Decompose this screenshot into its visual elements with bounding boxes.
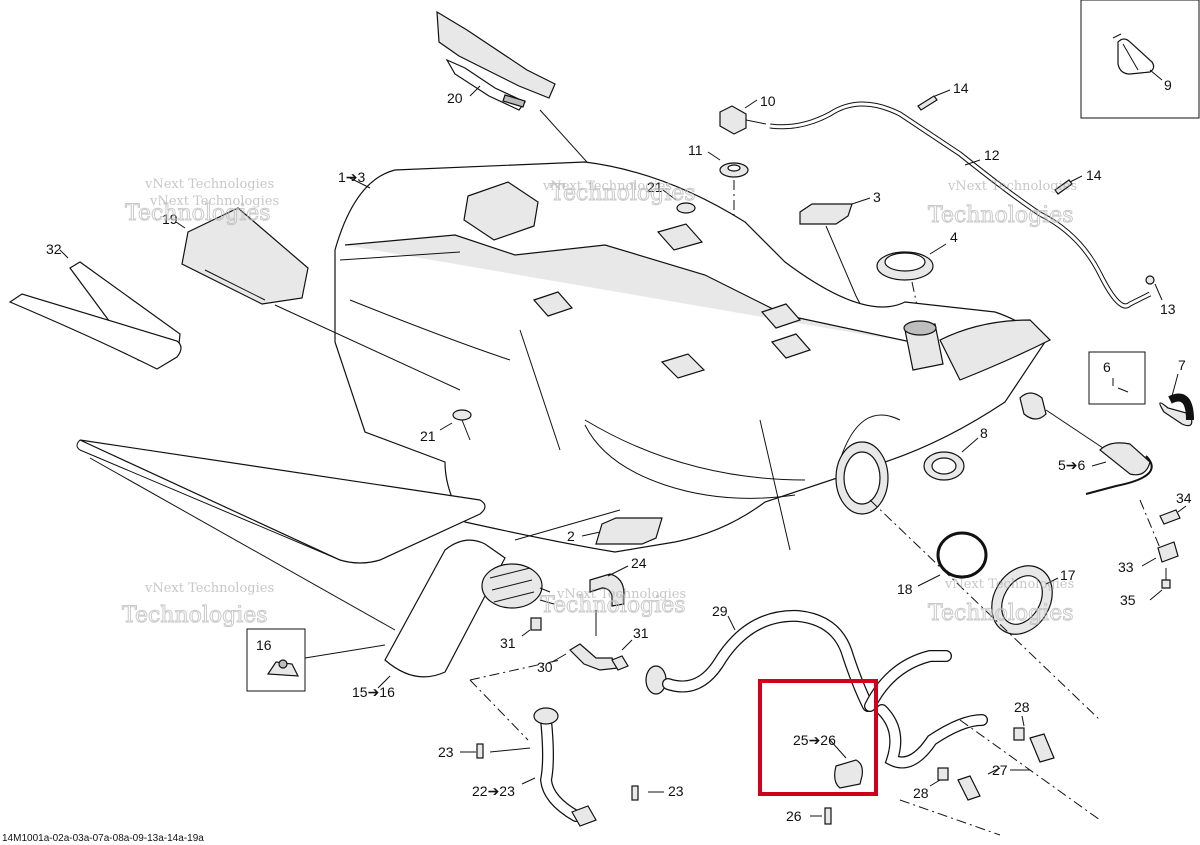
clip-part-23-bottom <box>631 785 639 801</box>
callout-24: 24 <box>631 555 647 571</box>
callout-11: 11 <box>688 142 703 158</box>
clamp-part-14-right <box>1054 179 1073 195</box>
inset-box-part-6 <box>1088 351 1146 405</box>
pad-part-3 <box>799 203 853 225</box>
callout-23-top: 23 <box>438 744 454 760</box>
svg-text:vNext Technologies: vNext Technologies <box>947 179 1077 194</box>
callout-32: 32 <box>46 241 62 257</box>
shield-part-19 <box>181 207 309 305</box>
callout-33: 33 <box>1118 559 1134 575</box>
callout-9: 9 <box>1164 77 1172 93</box>
sensor-part-5 <box>1019 392 1047 420</box>
o-ring-part-18 <box>936 531 988 579</box>
bracket-part-34 <box>1159 509 1181 525</box>
callout-6: 6 <box>1103 359 1111 375</box>
svg-text:vNext Technologies: vNext Technologies <box>944 577 1074 592</box>
clip-part-26 <box>824 807 832 825</box>
callout-14-right: 14 <box>1086 167 1102 183</box>
callout-17: 17 <box>1060 567 1076 583</box>
callout-23-bottom: 23 <box>668 783 684 799</box>
callout-10: 10 <box>760 93 776 109</box>
hose-assembly-right <box>864 650 988 769</box>
callout-18: 18 <box>897 581 913 597</box>
callout-5-6: 5➔6 <box>1058 457 1086 473</box>
callout-19: 19 <box>162 211 178 227</box>
callout-28-top: 28 <box>1014 699 1030 715</box>
screw-part-35 <box>1161 579 1171 589</box>
filter-fitting <box>645 665 667 695</box>
fitting-part-13 <box>1145 275 1155 285</box>
fuel-tank-part-1 <box>334 161 1052 553</box>
callout-21-left: 21 <box>420 428 436 444</box>
callout-16-box: 16 <box>256 637 272 653</box>
fitting-part-31-right <box>611 655 629 671</box>
callout-8: 8 <box>980 425 988 441</box>
grommet-part-21-top <box>676 202 696 214</box>
callout-20: 20 <box>447 90 463 106</box>
callout-22-23: 22➔23 <box>472 783 515 799</box>
callout-15-16: 15➔16 <box>352 684 395 700</box>
callout-1-3: 1➔3 <box>338 169 366 185</box>
plate-part-32 <box>8 293 182 370</box>
heat-shield-part-20 <box>436 10 556 99</box>
diagram-code: 14M1001a-02a-03a-07a-08a-09-13a-14a-19a <box>2 833 204 844</box>
svg-text:vNext Technologies: vNext Technologies <box>556 587 686 602</box>
fuel-line-part-22 <box>533 707 597 827</box>
clip-part-9 <box>1117 38 1155 75</box>
vent-valve-part-10 <box>719 105 747 135</box>
callout-3-right: 3 <box>873 189 881 205</box>
callout-27: 27 <box>992 762 1008 778</box>
bracket-part-27 <box>957 775 981 801</box>
bracket-part-33 <box>1157 541 1179 563</box>
callout-4: 4 <box>950 229 958 245</box>
clip-part-23-top <box>476 743 484 759</box>
svg-text:vNext Technologies: vNext Technologies <box>149 194 279 209</box>
callout-26: 26 <box>786 808 802 824</box>
callout-25-26: 25➔26 <box>793 732 836 748</box>
callout-14-top: 14 <box>953 80 969 96</box>
watermark-group: vNext Technologies vNext Technologies Te… <box>122 177 1078 629</box>
fuel-hose-part-29 <box>662 609 874 712</box>
callout-12: 12 <box>984 147 1000 163</box>
svg-text:Technologies: Technologies <box>928 601 1074 626</box>
inset-box-part-16 <box>246 628 306 692</box>
callout-31-right: 31 <box>633 625 649 641</box>
elbow-part-24 <box>589 573 625 607</box>
grommet-part-21-left <box>452 409 472 421</box>
clamp-part-14-top <box>917 95 938 111</box>
connector-part-28-top <box>1013 727 1025 741</box>
callout-21-top: 21 <box>647 179 663 195</box>
svg-text:Technologies: Technologies <box>125 201 271 226</box>
callout-13: 13 <box>1160 301 1176 317</box>
svg-text:Technologies: Technologies <box>928 203 1074 228</box>
highlight-box-part-25 <box>758 679 878 796</box>
svg-text:Technologies: Technologies <box>122 603 268 628</box>
svg-text:vNext Technologies: vNext Technologies <box>542 179 672 194</box>
callout-31-left: 31 <box>500 635 516 651</box>
callout-2: 2 <box>567 528 575 544</box>
fitting-part-31-left <box>530 617 542 631</box>
callout-35: 35 <box>1120 592 1136 608</box>
callout-30: 30 <box>537 659 553 675</box>
connector-part-28-bottom <box>937 767 949 781</box>
hose-part-30 <box>569 643 619 671</box>
callout-29: 29 <box>712 603 728 619</box>
callout-7: 7 <box>1178 357 1186 373</box>
fuel-pump-part-15 <box>384 539 555 678</box>
pad-part-2 <box>595 517 663 545</box>
svg-text:Technologies: Technologies <box>550 181 696 206</box>
svg-text:vNext Technologies: vNext Technologies <box>144 177 274 192</box>
svg-text:vNext Technologies: vNext Technologies <box>144 581 274 596</box>
callout-28-bottom: 28 <box>913 785 929 801</box>
cap-part-25 <box>834 759 863 789</box>
svg-text:Technologies: Technologies <box>540 593 686 618</box>
callout-34: 34 <box>1176 490 1192 506</box>
